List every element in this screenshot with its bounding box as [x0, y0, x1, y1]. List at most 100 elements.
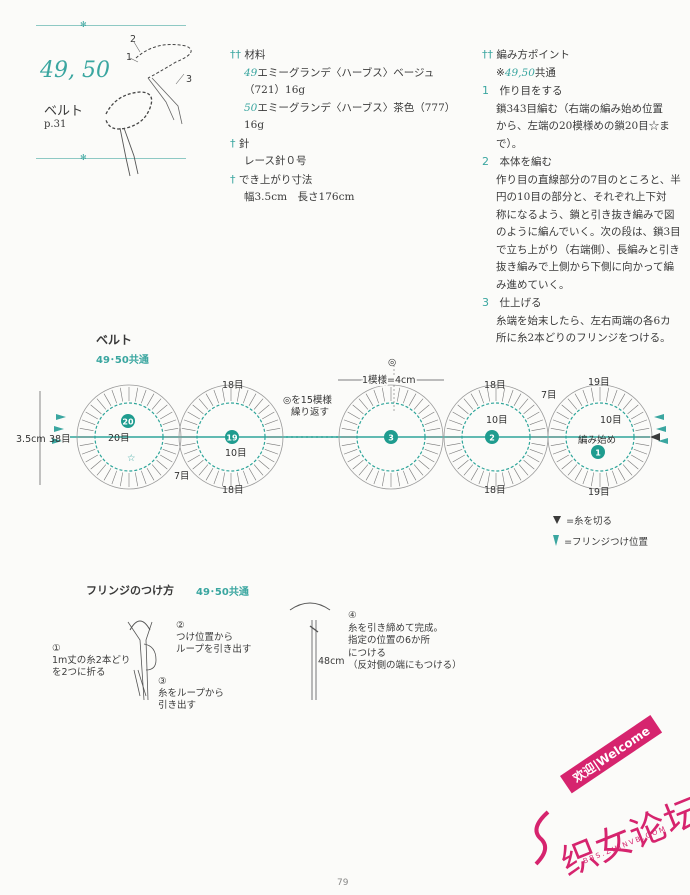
stitch-mark [120, 472, 123, 487]
stitch-mark [248, 468, 257, 481]
motif-badge [225, 430, 239, 444]
stitch-mark [550, 428, 565, 431]
stitch-mark [574, 468, 583, 481]
fringe-position-mark [54, 426, 64, 432]
points-section: †† 編み方ポイント ※49,50共通 1 作り目をする 鎖343目編む（右端の… [482, 46, 687, 348]
step-marker: ① [52, 643, 61, 654]
stitch-mark [556, 411, 569, 420]
motif-number: 1 [595, 449, 601, 458]
step-title: 仕上げる [499, 297, 542, 309]
stitch-mark [478, 470, 484, 485]
stitch-mark [156, 459, 168, 470]
motif-outer-ring [338, 384, 444, 490]
stitch-mark [90, 459, 102, 470]
stitch-mark [561, 459, 573, 470]
height-label: 3.5cm [16, 434, 46, 445]
stitch-mark [552, 419, 567, 425]
fringe-step-2: ② つけ位置から ループを引き出す [176, 620, 251, 656]
stitch-mark [187, 454, 200, 463]
stitch-mark [508, 389, 514, 404]
stitch-mark [160, 454, 173, 463]
step-text: 糸を引き締めて完成。 [348, 622, 444, 634]
stitch-mark [567, 398, 578, 410]
dagger-icon: †† [482, 48, 493, 61]
stitch-mark [531, 428, 546, 431]
count-label: 10目 [486, 415, 508, 426]
step-marker: ③ [158, 676, 167, 687]
step-line: 抜き編みで上側から下側に向かって編 [496, 261, 674, 273]
stitch-mark [198, 398, 209, 410]
stitch-mark [627, 459, 639, 470]
stitch-mark [582, 470, 588, 485]
stitch-mark [79, 428, 94, 431]
stitch-mark [513, 393, 522, 406]
motif-badge [121, 414, 135, 428]
stitch-mark [418, 404, 430, 415]
count-label: 18目 [484, 485, 506, 496]
stitch-mark [470, 393, 479, 406]
stitch-mark [222, 387, 225, 402]
stitch-mark [347, 454, 360, 463]
count-label: 19目 [588, 487, 610, 498]
fringe-position-mark [656, 426, 666, 432]
stitch-mark [418, 459, 430, 470]
stitch-mark [382, 472, 385, 487]
stitch-mark [243, 389, 249, 404]
stitch-mark [457, 459, 469, 470]
stitch-mark [617, 393, 626, 406]
stitch-mark [448, 419, 463, 425]
stitch-mark [556, 454, 569, 463]
stitch-mark [403, 470, 409, 485]
stitch-mark [617, 468, 626, 481]
stitch-mark [222, 472, 225, 487]
belt-crochet-diagram: 3.5cm 38目 20目 7目 18目 10目 18目 18目 10目 18目… [16, 357, 668, 498]
stitch-mark [622, 464, 633, 476]
stitch-mark [397, 472, 400, 487]
stitch-mark [85, 411, 98, 420]
belt-sketch [105, 41, 192, 177]
legend-fringe: =フリンジつけ位置 [553, 530, 648, 549]
stitch-mark [422, 454, 435, 463]
stitch-mark [518, 398, 529, 410]
yarn2-num: 50 [244, 101, 258, 114]
stitch-mark [352, 404, 364, 415]
stitch-mark [213, 470, 219, 485]
count-label: 18目 [222, 485, 244, 496]
stitch-mark [237, 472, 240, 487]
motif-inner-ring [356, 402, 426, 472]
stitch-mark [81, 419, 96, 425]
stitch-mark [408, 393, 417, 406]
stitch-mark [156, 404, 168, 415]
header-bottom-rule [36, 158, 186, 159]
one-pattern-label: 1模様=4cm [362, 374, 416, 386]
stitch-mark [146, 468, 155, 481]
stitch-mark [253, 464, 264, 476]
count-label: 18目 [222, 380, 244, 391]
stitch-mark [373, 470, 379, 485]
stitch-mark [343, 419, 358, 425]
stitch-mark [567, 464, 578, 476]
stitch-mark [606, 387, 609, 402]
step-line: から、左端の20模様めの鎖20目☆ま [496, 120, 670, 132]
stitch-mark [151, 464, 162, 476]
stitch-mark [162, 449, 177, 455]
stitch-mark [352, 459, 364, 470]
rule-ornament: ✻ [80, 153, 87, 162]
stitch-mark [582, 389, 588, 404]
stitch-mark [160, 411, 173, 420]
stitch-mark [612, 470, 618, 485]
stitch-mark [262, 454, 275, 463]
motif-badge [384, 430, 398, 444]
stitch-mark [502, 387, 505, 402]
count-label: 38目 [49, 434, 71, 445]
stitch-mark [162, 419, 177, 425]
stitch-mark [164, 443, 179, 446]
stitch-mark [452, 411, 465, 420]
motif-number: 19 [226, 434, 238, 443]
stitch-mark [627, 404, 639, 415]
stitch-mark [550, 443, 565, 446]
stitch-mark [373, 389, 379, 404]
legend-cut-label: =糸を切る [566, 516, 613, 527]
stitch-mark [487, 472, 490, 487]
step-line: のように編んでいく。次の段は、鎖3目 [496, 226, 681, 238]
